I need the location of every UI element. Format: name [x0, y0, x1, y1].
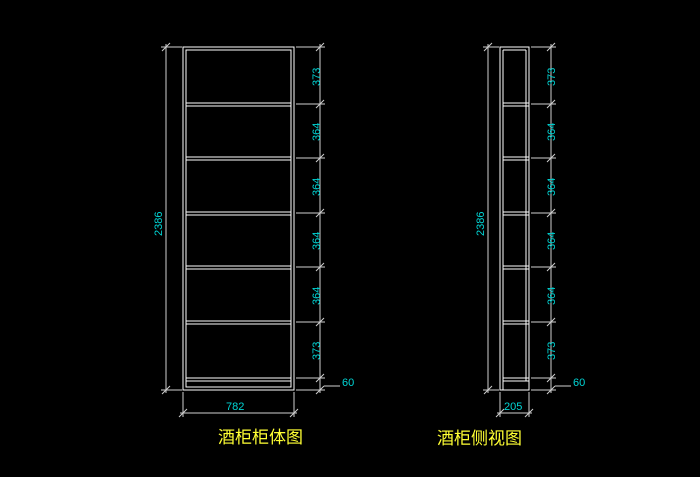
- side-view-title: 酒柜侧视图: [437, 429, 522, 449]
- tick-mark: [161, 42, 171, 52]
- front-width-dimension: [178, 392, 299, 418]
- front-shelves: [186, 102, 291, 382]
- side-segment-label-1: 373: [546, 68, 558, 86]
- tick-mark: [546, 385, 556, 395]
- tick-mark: [546, 42, 556, 52]
- front-height-dimension: [161, 42, 182, 395]
- tick-mark: [483, 42, 493, 52]
- tick-mark: [289, 408, 299, 418]
- side-width-label: 205: [504, 401, 522, 413]
- tick-mark: [315, 317, 325, 327]
- front-segment-label-5: 364: [311, 287, 323, 305]
- front-width-label: 782: [226, 401, 244, 413]
- tick-mark: [315, 153, 325, 163]
- tick-mark: [315, 385, 325, 395]
- tick-mark: [315, 42, 325, 52]
- tick-mark: [161, 385, 171, 395]
- front-view-title: 酒柜柜体图: [218, 428, 303, 448]
- side-height-dimension: [483, 42, 499, 395]
- front-segment-dimension: [296, 42, 340, 395]
- tick-mark: [315, 373, 325, 383]
- tick-mark: [546, 99, 556, 109]
- side-width-dimension: [495, 392, 534, 418]
- side-segment-label-2: 364: [546, 123, 558, 141]
- tick-mark: [546, 373, 556, 383]
- front-outer-frame: [182, 46, 295, 391]
- tick-mark: [315, 262, 325, 272]
- tick-mark: [178, 408, 188, 418]
- front-segment-label-6: 373: [311, 342, 323, 360]
- tick-mark: [315, 208, 325, 218]
- side-outer-frame: [499, 46, 530, 391]
- front-segment-label-2: 364: [311, 123, 323, 141]
- side-segment-label-6: 373: [546, 342, 558, 360]
- side-view: [499, 46, 530, 391]
- front-view: [182, 46, 295, 391]
- tick-mark: [495, 408, 505, 418]
- side-segment-dimension: [531, 42, 571, 395]
- side-segment-label-3: 364: [546, 178, 558, 196]
- tick-mark: [483, 385, 493, 395]
- front-segment-label-4: 364: [311, 232, 323, 250]
- side-base-label: 60: [573, 377, 585, 389]
- tick-mark: [546, 262, 556, 272]
- tick-mark: [546, 208, 556, 218]
- tick-mark: [315, 99, 325, 109]
- front-segment-label-3: 364: [311, 178, 323, 196]
- front-base-label: 60: [342, 377, 354, 389]
- tick-mark: [524, 408, 534, 418]
- front-height-label: 2386: [153, 212, 165, 236]
- side-segment-label-5: 364: [546, 287, 558, 305]
- tick-mark: [546, 317, 556, 327]
- tick-mark: [546, 153, 556, 163]
- side-shelves: [503, 102, 529, 382]
- front-segment-label-1: 373: [311, 68, 323, 86]
- side-height-label: 2386: [475, 212, 487, 236]
- front-inner-frame: [185, 49, 292, 388]
- side-segment-label-4: 364: [546, 232, 558, 250]
